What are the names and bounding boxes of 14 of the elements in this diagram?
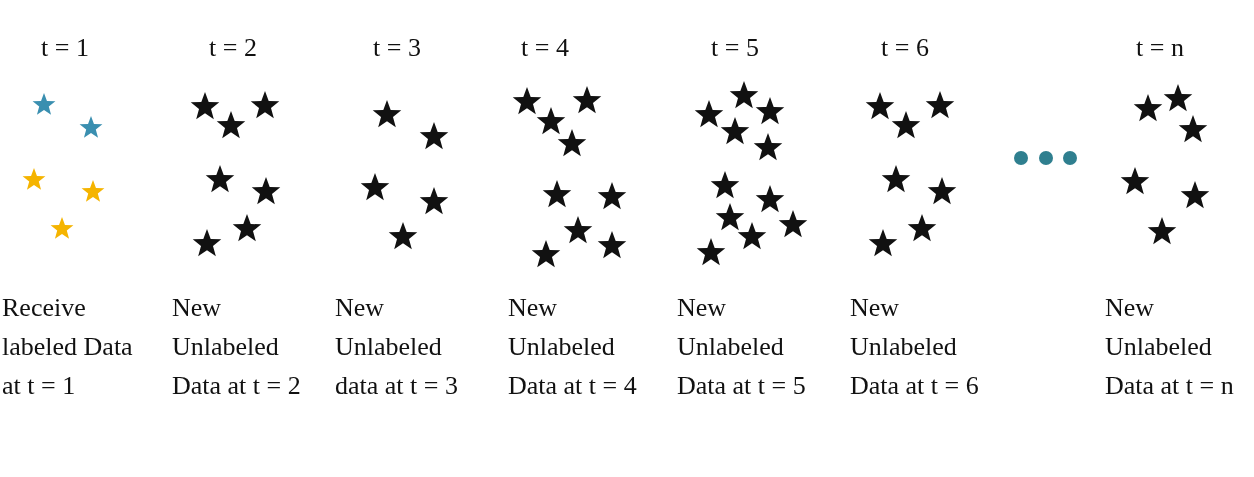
step-caption: New Unlabeled Data at t = 5: [677, 292, 807, 402]
step-caption: New Unlabeled Data at t = 6: [850, 292, 980, 402]
time-step-heading: t = 4: [520, 32, 570, 64]
time-step-heading: t = 6: [880, 32, 930, 64]
time-step-heading: t = 1: [40, 32, 90, 64]
step-caption: New Unlabeled Data at t = 2: [172, 292, 302, 402]
step-caption: New Unlabeled Data at t = n: [1105, 292, 1235, 402]
step-caption: New Unlabeled data at t = 3: [335, 292, 459, 402]
time-step-heading: t = n: [1135, 32, 1185, 64]
step-caption: New Unlabeled Data at t = 4: [508, 292, 638, 402]
time-step-heading: t = 3: [372, 32, 422, 64]
step-caption: Receive labeled Data at t = 1: [2, 292, 134, 402]
time-step-heading: t = 5: [710, 32, 760, 64]
time-step-heading: t = 2: [208, 32, 258, 64]
